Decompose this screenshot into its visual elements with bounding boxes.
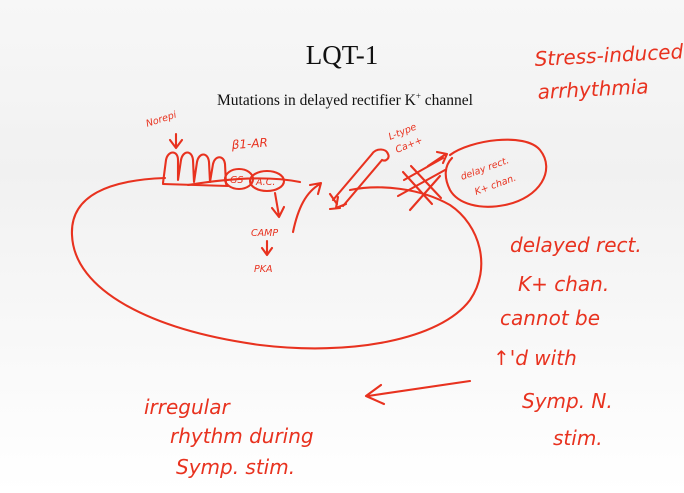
norepi-arrow-icon: [170, 134, 182, 148]
left-arrow-icon: [366, 381, 470, 404]
ac-to-camp-arrow-icon: [272, 193, 284, 217]
norepi-label: Norepi: [145, 110, 179, 130]
ac-label: A.C.: [255, 177, 275, 188]
arrhythmia-text: arrhythmia: [537, 74, 649, 104]
right-note-line-3: cannot be: [500, 306, 600, 330]
pka-label: PKA: [254, 264, 272, 275]
camp-label: CAMP: [251, 228, 278, 239]
delayed-rectifier-channel-icon: [398, 158, 445, 210]
ltype-channel-icon: [330, 150, 389, 210]
delayed-rectifier-arrow-icon: [428, 152, 447, 166]
bottom-note-line-1: irregular: [144, 395, 231, 419]
right-note-line-6: stim.: [553, 426, 603, 450]
receptor-label: β1-AR: [230, 136, 268, 153]
gs-label: GS: [230, 175, 243, 186]
right-note-line-4: ↑'d with: [493, 346, 577, 370]
stress-induced-text: Stress-induced: [534, 39, 684, 71]
pka-to-channel-arrow-icon: [293, 183, 321, 232]
bottom-note-line-3: Symp. stim.: [176, 455, 295, 479]
right-note-line-1: delayed rect.: [510, 233, 642, 257]
right-note-line-2: K+ chan.: [518, 272, 609, 296]
right-note-line-5: Symp. N.: [522, 389, 613, 413]
bottom-note-line-2: rhythm during: [170, 424, 314, 448]
beta-receptor-base: [163, 184, 228, 186]
ltype-channel-arrow-icon: [336, 197, 346, 208]
camp-to-pka-arrow-icon: [262, 241, 272, 255]
beta-receptor-icon: [163, 153, 226, 185]
